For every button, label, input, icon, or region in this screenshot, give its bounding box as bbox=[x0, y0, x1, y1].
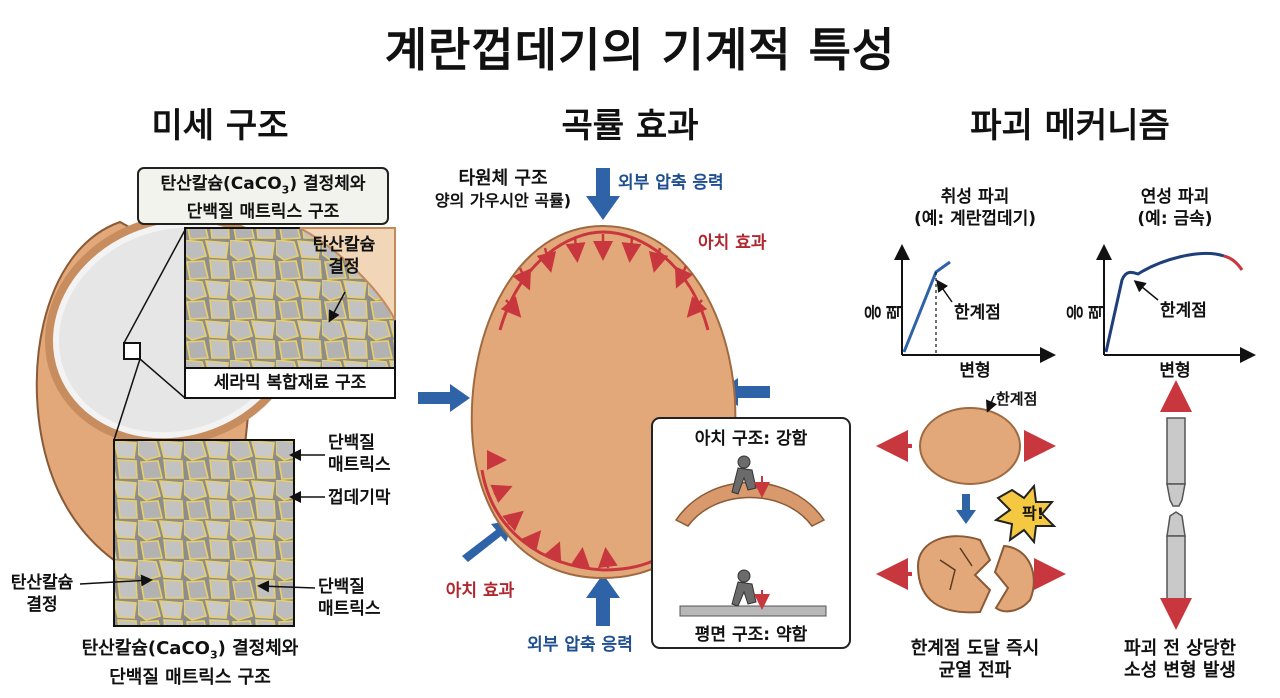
arch-strong-label: 아치 구조: 강함 bbox=[694, 429, 808, 449]
arch-effect-top-label: 아치 효과 bbox=[698, 233, 767, 253]
arch-effect-bottom-label: 아치 효과 bbox=[445, 581, 515, 601]
page-title: 계란껍데기의 기계적 특성 bbox=[384, 23, 896, 77]
pop-label: 팍! bbox=[1021, 504, 1045, 523]
micro-top-box-label: 탄산칼슘(CaCO3) 결정체와 단백질 매트릭스 구조 bbox=[160, 174, 366, 223]
brittle-y-axis-label: 응력 bbox=[864, 304, 906, 320]
membrane-label: 껍데기막 bbox=[328, 488, 391, 508]
ductile-title: 연성 파괴(예: 금속) bbox=[1137, 187, 1213, 229]
ductile-limit-label: 한계점 bbox=[1160, 301, 1207, 321]
brittle-title: 취성 파괴(예: 계란껍데기) bbox=[913, 187, 1037, 229]
brittle-limit-label: 한계점 bbox=[954, 303, 1001, 323]
ductile-y-axis-label: 응력 bbox=[1066, 304, 1108, 320]
section-title-curve: 곡률 효과 bbox=[561, 106, 699, 146]
micro-caption: 탄산칼슘(CaCO3) 결정체와 단백질 매트릭스 구조 bbox=[81, 638, 299, 688]
ductile-x-axis-label: 변형 bbox=[1159, 361, 1191, 381]
egg-limit-label: 한계점 bbox=[996, 390, 1038, 408]
ceramic-composite-label: 세라믹 복합재료 구조 bbox=[213, 373, 367, 393]
section-title-fracture: 파괴 메커니즘 bbox=[970, 106, 1170, 146]
section-title-micro: 미세 구조 bbox=[151, 106, 289, 146]
flat-weak-label: 평면 구조: 약함 bbox=[694, 625, 808, 645]
brittle-x-axis-label: 변형 bbox=[959, 361, 991, 381]
external-stress-top-label: 외부 압축 응력 bbox=[618, 173, 724, 193]
external-stress-bottom-label: 외부 압축 응력 bbox=[527, 635, 633, 655]
